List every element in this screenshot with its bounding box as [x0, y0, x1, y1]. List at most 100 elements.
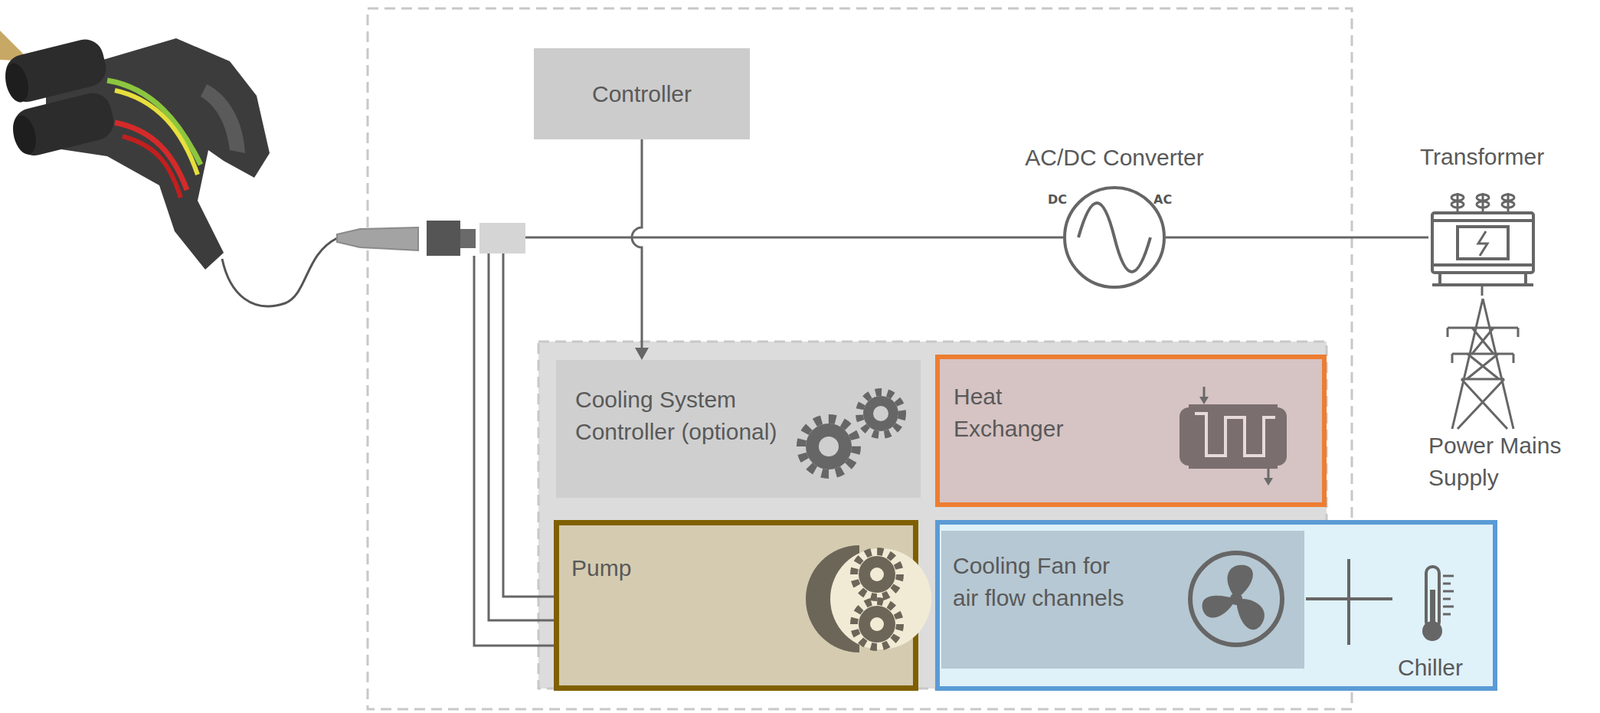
power-tower-icon-part [1447, 327, 1519, 380]
pump-icon-part [858, 605, 896, 643]
transformer-icon-part [1432, 263, 1534, 267]
transformer-icon-part [1524, 272, 1528, 285]
transformer-icon-part-part [1507, 193, 1510, 213]
power-tower-icon [1447, 298, 1519, 429]
heat-exchanger-icon-part [1203, 386, 1206, 400]
pump-icon-part [830, 548, 932, 650]
charging-plug-part [222, 238, 338, 307]
cable-connector-part [337, 227, 419, 251]
charging-plug-part [200, 84, 246, 154]
node-label: Pump [571, 552, 725, 585]
thermometer-icon-part-part [1442, 582, 1451, 586]
heat-exchanger-icon-part [1188, 404, 1278, 469]
heat-exchanger-icon-part [1267, 468, 1270, 480]
node-label: Power Mains Supply [1428, 429, 1578, 495]
gears-icon [801, 392, 903, 475]
pump-wires-part [488, 253, 554, 621]
thermometer-icon-part [1422, 621, 1443, 642]
converter-symbol-part [1078, 202, 1151, 272]
connector-line [1165, 236, 1429, 239]
charging-plug [0, 30, 338, 307]
pump-icon-part [858, 556, 896, 593]
node-label: Cooling System Controller (optional) [575, 383, 783, 449]
transformer-icon-part-part [1456, 193, 1460, 213]
thermometer-icon-part [1429, 589, 1436, 629]
fan-icon-part [1226, 565, 1253, 599]
transformer-icon-part-part [1501, 201, 1515, 208]
pump-icon-part [853, 601, 900, 648]
connector [1165, 237, 1429, 239]
cable-connector [337, 220, 526, 256]
node-label: Cooling Fan for air flow channels [952, 549, 1129, 615]
fan-icon-part [1202, 595, 1237, 619]
converter-symbol [1078, 202, 1151, 272]
connector-line [1481, 285, 1484, 296]
cable-connector-part [460, 229, 476, 249]
pump-icon-part [870, 567, 884, 582]
cable-connector-part [426, 220, 461, 256]
transformer-icon-part [1478, 231, 1488, 256]
cable-connector-part [479, 222, 526, 254]
pump-icon-part [853, 551, 900, 598]
fan-icon [1190, 552, 1283, 645]
gears-icon-part [818, 436, 839, 457]
thermometer-icon-part-part [1442, 605, 1454, 609]
chiller-box: ChillerCooling Fan for air flow channels [935, 520, 1498, 691]
pump-wires [474, 253, 554, 646]
fan-icon-part [1236, 598, 1265, 630]
coupling-symbol-part [1347, 559, 1351, 645]
pump-icon-part [805, 545, 860, 653]
pump-wires-part [474, 255, 554, 646]
enclosure-outline [367, 8, 1352, 710]
transformer-icon [1432, 193, 1534, 285]
connector [1482, 285, 1483, 296]
heat-exchanger-icon [1179, 386, 1287, 486]
node-label: AC/DC Converter [961, 141, 1268, 174]
charging-plug-part [114, 90, 198, 175]
controller-box: Controller [533, 48, 750, 140]
connector-line [631, 139, 642, 350]
gears-icon-part [873, 405, 889, 422]
converter-circle: AC/DC Converter [1063, 186, 1166, 289]
transformer-icon-part [1457, 226, 1509, 259]
gears-icon-part [863, 395, 899, 432]
thermometer-icon-part-part [1442, 590, 1454, 593]
heat-exchanger-icon-part [1194, 413, 1276, 456]
node-label: Transformer [1367, 140, 1597, 174]
gears-icon-part [801, 418, 857, 475]
cooling-controller-box: Cooling System Controller (optional) [556, 359, 921, 498]
power-mains-node: Power Mains Supply [1426, 295, 1584, 495]
power-tower-icon-part [1452, 298, 1514, 429]
power-tower-icon-part [1447, 327, 1519, 364]
transformer-icon-part [1432, 219, 1534, 223]
fan-icon-part [1230, 592, 1243, 606]
transformer-icon-part-part [1501, 194, 1515, 201]
transformer-icon-part-part [1451, 201, 1464, 208]
pump-wires-part [503, 253, 554, 597]
terminal-label: AC [1153, 193, 1172, 207]
power-tower-icon-part [1457, 327, 1508, 429]
thermometer-icon [1422, 566, 1454, 642]
gears-icon-part [805, 423, 852, 470]
thermometer-icon-part [1442, 575, 1454, 615]
charging-plug-part [122, 136, 181, 198]
transformer-icon-part-part [1476, 194, 1489, 201]
charging-plug-part [1, 60, 33, 105]
power-line [525, 236, 1064, 239]
thermometer-icon-part [1426, 566, 1440, 629]
transformer-icon-part [1451, 193, 1515, 213]
transformer-icon-part-part [1476, 201, 1489, 208]
pump-box: Pump [553, 520, 919, 691]
charging-plug-part [9, 112, 40, 157]
transformer-node: Transformer [1428, 188, 1536, 286]
gears-icon-part [859, 392, 903, 436]
fan-icon-part [1190, 552, 1283, 645]
terminal-label: DC [1047, 193, 1067, 207]
coupling-symbol-part [1305, 597, 1393, 601]
transformer-icon-part [1438, 272, 1442, 285]
heat-exchanger-icon-part [1179, 407, 1287, 466]
cooling-fan-box: Cooling Fan for air flow channels [941, 530, 1305, 669]
transformer-icon-part [1432, 283, 1534, 287]
connector [631, 139, 649, 360]
